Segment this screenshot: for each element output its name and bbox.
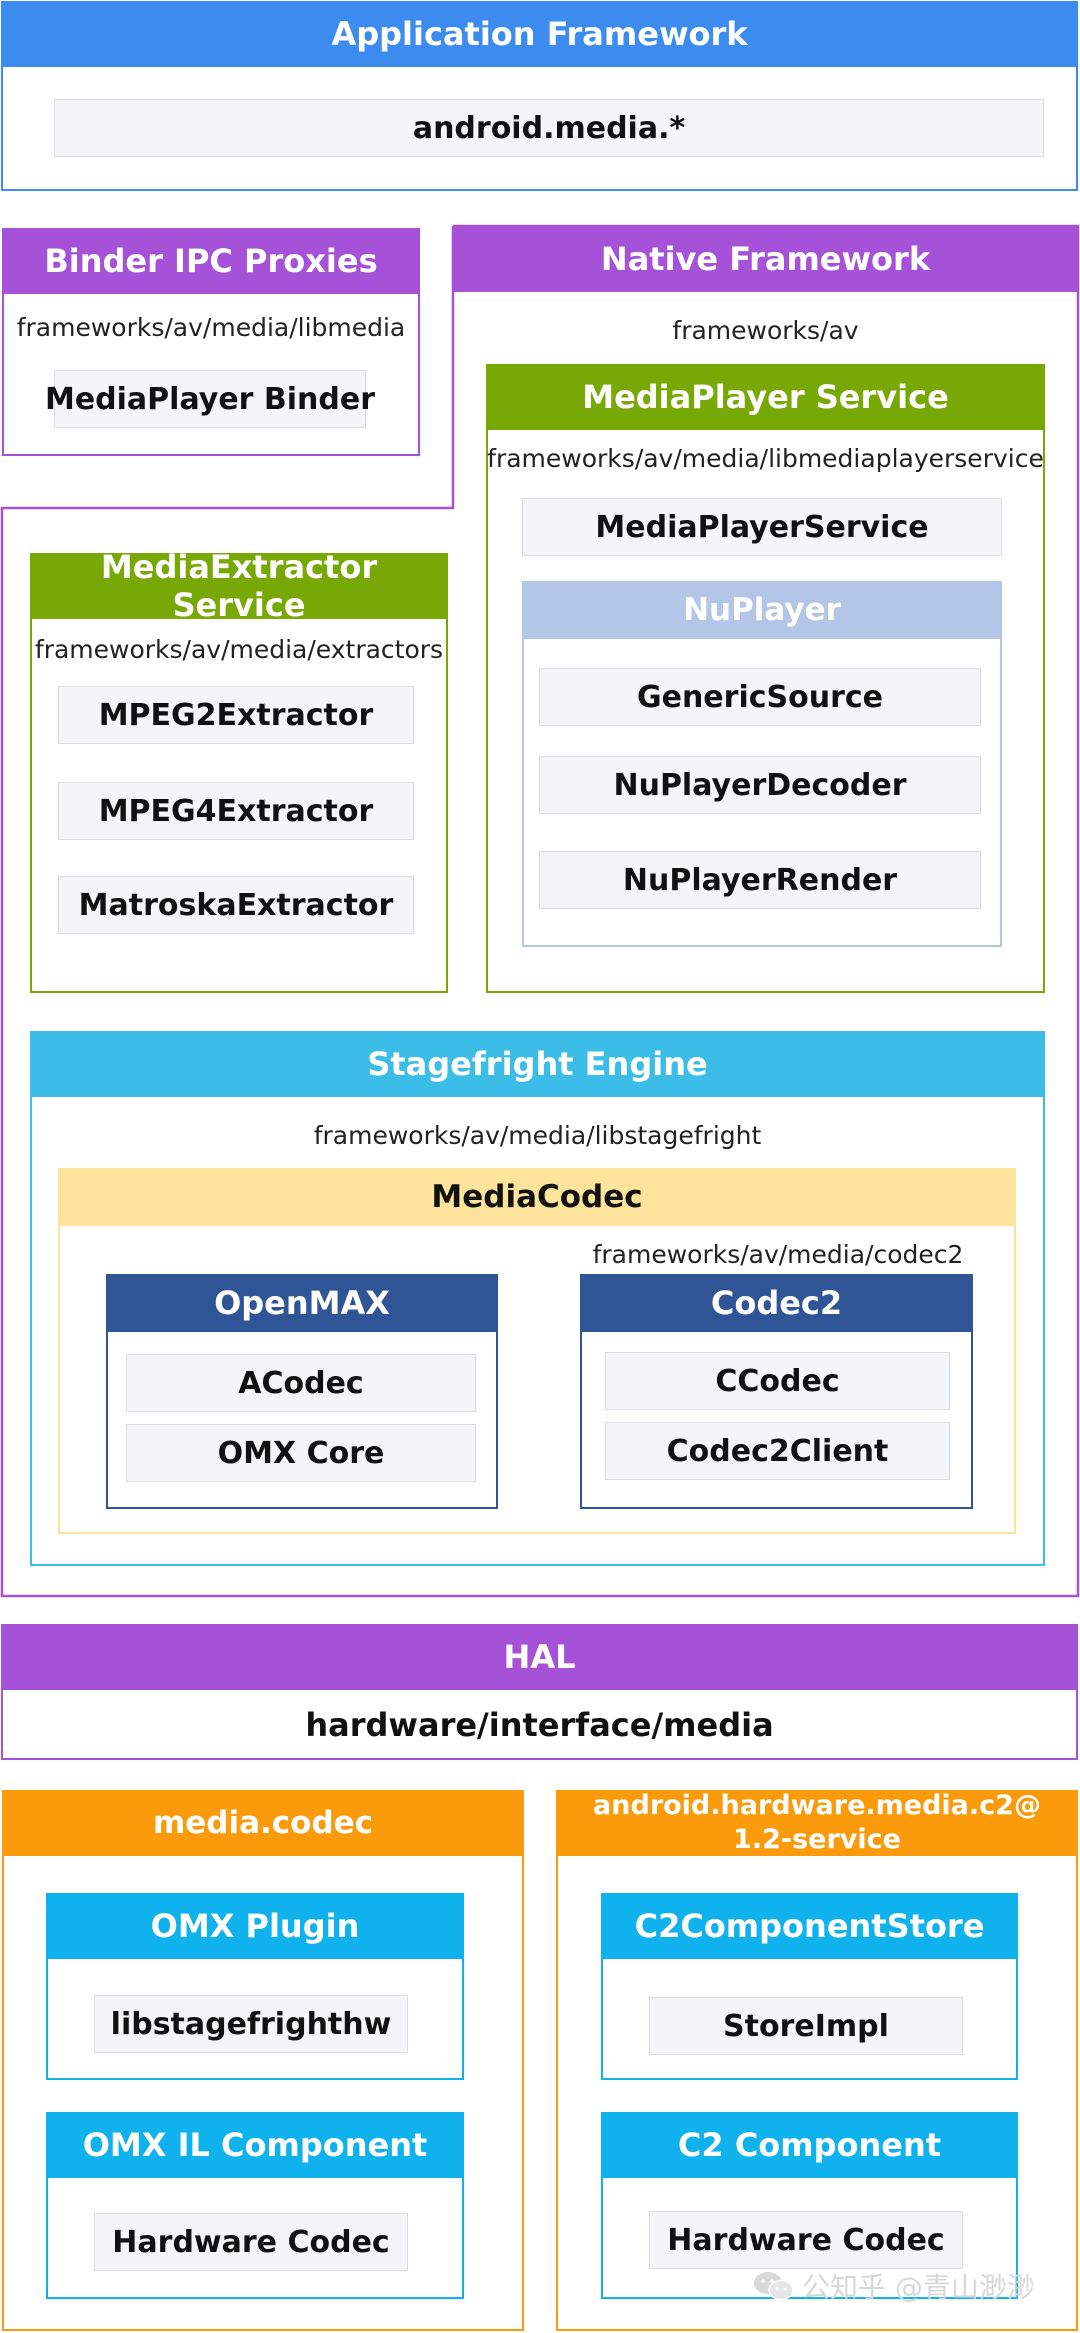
native-framework-path: frameworks/av bbox=[672, 316, 859, 345]
omx-il-component-title: OMX IL Component bbox=[82, 2126, 428, 2164]
media-codec-title: media.codec bbox=[152, 1805, 374, 1841]
codec2-header: Codec2 bbox=[580, 1274, 973, 1332]
native-framework-header: Native Framework bbox=[453, 226, 1078, 292]
codec2-path: frameworks/av/media/codec2 bbox=[592, 1240, 964, 1269]
c2-service-title-line1: android.hardware.media.c2@ bbox=[593, 1790, 1041, 1821]
codec2client-item: Codec2Client bbox=[605, 1422, 950, 1480]
application-framework-title: Application Framework bbox=[331, 15, 748, 53]
mpeg4extractor-item: MPEG4Extractor bbox=[58, 782, 414, 840]
hal-path-text: hardware/interface/media bbox=[305, 1706, 774, 1744]
mediacodec-header: MediaCodec bbox=[58, 1168, 1016, 1226]
c2-service-title-line2: 1.2-service bbox=[733, 1824, 901, 1855]
storeimpl-item: StoreImpl bbox=[649, 1997, 963, 2055]
stagefright-engine-title: Stagefright Engine bbox=[367, 1045, 708, 1083]
mediaplayer-service-path: frameworks/av/media/libmediaplayerservic… bbox=[487, 444, 1044, 473]
omx-il-component-header: OMX IL Component bbox=[46, 2112, 464, 2178]
omx-hardware-codec-item: Hardware Codec bbox=[94, 2213, 408, 2271]
stagefright-path: frameworks/av/media/libstagefright bbox=[313, 1121, 762, 1150]
openmax-header: OpenMAX bbox=[106, 1274, 498, 1332]
c2componentstore-header: C2ComponentStore bbox=[601, 1893, 1018, 1959]
libstagefrighthw-item: libstagefrighthw bbox=[94, 1995, 408, 2053]
binder-ipc-path: frameworks/av/media/libmedia bbox=[16, 313, 406, 342]
hal-title: HAL bbox=[503, 1638, 576, 1676]
mediaplayer-service-header: MediaPlayer Service bbox=[486, 364, 1045, 430]
mediaextractor-service-title: MediaExtractor Service bbox=[100, 548, 378, 624]
nuplayerrender-item: NuPlayerRender bbox=[539, 851, 981, 909]
omx-plugin-header: OMX Plugin bbox=[46, 1893, 464, 1959]
stagefright-engine-header: Stagefright Engine bbox=[30, 1031, 1045, 1097]
mediaextractor-service-path: frameworks/av/media/extractors bbox=[34, 635, 444, 664]
nuplayer-header: NuPlayer bbox=[522, 581, 1002, 639]
application-framework-header: Application Framework bbox=[1, 1, 1078, 67]
android-media-item: android.media.* bbox=[54, 99, 1044, 157]
mediaplayerservice-item: MediaPlayerService bbox=[522, 498, 1002, 556]
codec2-title: Codec2 bbox=[710, 1284, 843, 1322]
hal-path: hardware/interface/media bbox=[1, 1692, 1078, 1758]
c2componentstore-title: C2ComponentStore bbox=[634, 1907, 985, 1945]
mpeg2extractor-item: MPEG2Extractor bbox=[58, 686, 414, 744]
mediacodec-title: MediaCodec bbox=[431, 1179, 643, 1215]
mediaextractor-service-header: MediaExtractor Service bbox=[30, 548, 448, 624]
openmax-title: OpenMAX bbox=[214, 1284, 390, 1322]
c2-component-title: C2 Component bbox=[677, 2126, 942, 2164]
c2-component-header: C2 Component bbox=[601, 2112, 1018, 2178]
matroskaextractor-item: MatroskaExtractor bbox=[58, 876, 414, 934]
nuplayerdecoder-item: NuPlayerDecoder bbox=[539, 756, 981, 814]
mediaplayer-binder-item: MediaPlayer Binder bbox=[45, 370, 375, 428]
watermark: 公知乎 @青山渺渺 bbox=[752, 2266, 1035, 2306]
nuplayer-title: NuPlayer bbox=[683, 592, 841, 628]
native-framework-outline bbox=[0, 224, 1080, 1598]
omx-plugin-title: OMX Plugin bbox=[150, 1907, 360, 1945]
media-codec-header: media.codec bbox=[2, 1790, 524, 1856]
omx-core-item: OMX Core bbox=[126, 1424, 476, 1482]
acodec-item: ACodec bbox=[126, 1354, 476, 1412]
c2-hardware-codec-item: Hardware Codec bbox=[649, 2211, 963, 2269]
binder-ipc-title: Binder IPC Proxies bbox=[44, 242, 378, 280]
wechat-icon bbox=[752, 2270, 794, 2302]
binder-ipc-header: Binder IPC Proxies bbox=[2, 228, 420, 294]
watermark-text: 公知乎 @青山渺渺 bbox=[802, 2271, 1035, 2304]
ccodec-item: CCodec bbox=[605, 1352, 950, 1410]
hal-header: HAL bbox=[1, 1624, 1078, 1690]
native-framework-title: Native Framework bbox=[600, 240, 931, 278]
genericsource-item: GenericSource bbox=[539, 668, 981, 726]
mediaplayer-service-title: MediaPlayer Service bbox=[582, 378, 949, 416]
c2-service-header: android.hardware.media.c2@ 1.2-service bbox=[556, 1790, 1078, 1856]
